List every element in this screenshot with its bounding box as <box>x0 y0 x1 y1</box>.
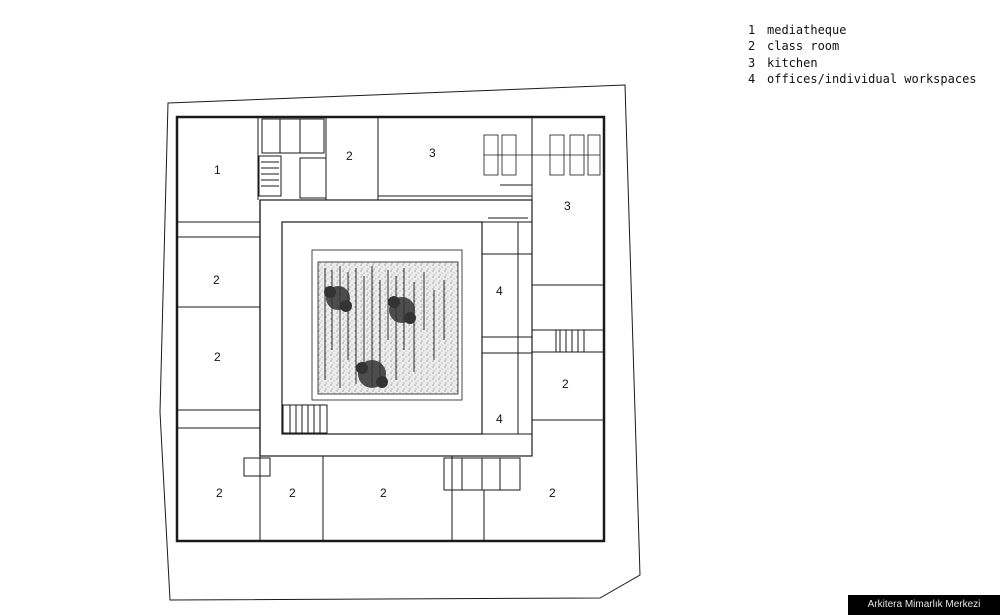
room-label-office-lower: 4 <box>496 412 503 426</box>
legend-item: 4 offices/individual workspaces <box>748 71 977 87</box>
legend-number: 3 <box>748 55 756 70</box>
top-rooms <box>177 117 533 238</box>
inner-offices <box>481 217 533 435</box>
legend-label: kitchen <box>767 55 818 70</box>
legend-item: 1 mediatheque <box>748 22 977 38</box>
stair-courtyard <box>282 404 328 434</box>
room-label-class-room-left-middle: 2 <box>214 350 221 364</box>
site-boundary <box>159 84 641 601</box>
legend-label: offices/individual workspaces <box>767 71 977 86</box>
room-label-class-room-bottom-middle: 2 <box>380 486 387 500</box>
room-label-class-room-bottom-right: 2 <box>549 486 556 500</box>
room-label-kitchen-top: 3 <box>429 146 436 160</box>
building-outline <box>175 115 606 543</box>
legend-label: mediatheque <box>767 23 847 37</box>
room-label-class-room-right: 2 <box>562 377 569 391</box>
room-label-mediatheque: 1 <box>214 163 221 177</box>
room-legend: 1 mediatheque 2 class room 3 kitchen 4 offic… <box>748 22 977 87</box>
left-rooms <box>177 306 260 429</box>
room-label-kitchen-right: 3 <box>564 199 571 213</box>
courtyard-border <box>311 249 463 401</box>
tree-symbols <box>324 286 416 388</box>
room-labels: 1 2 3 3 2 2 4 4 2 2 2 2 2 <box>213 146 571 500</box>
legend-number: 4 <box>748 71 756 86</box>
room-label-office-upper: 4 <box>496 284 503 298</box>
room-label-class-room-top: 2 <box>346 149 353 163</box>
legend-label: class room <box>767 39 840 54</box>
courtyard-frame <box>281 221 483 435</box>
legend-item: 3 kitchen <box>748 55 977 71</box>
room-label-class-room-left-upper: 2 <box>213 273 220 287</box>
kitchen-equipment <box>483 134 601 176</box>
credit-watermark: Arkitera Mimarlık Merkezi <box>848 595 1000 615</box>
room-label-class-room-bottom-second: 2 <box>289 486 296 500</box>
right-rooms <box>532 284 604 421</box>
bottom-rooms <box>243 456 521 541</box>
legend-item: 2 class room <box>748 38 977 54</box>
legend-number: 2 <box>748 39 756 54</box>
legend-number: 1 <box>748 23 756 37</box>
room-label-class-room-bottom-left: 2 <box>216 486 223 500</box>
